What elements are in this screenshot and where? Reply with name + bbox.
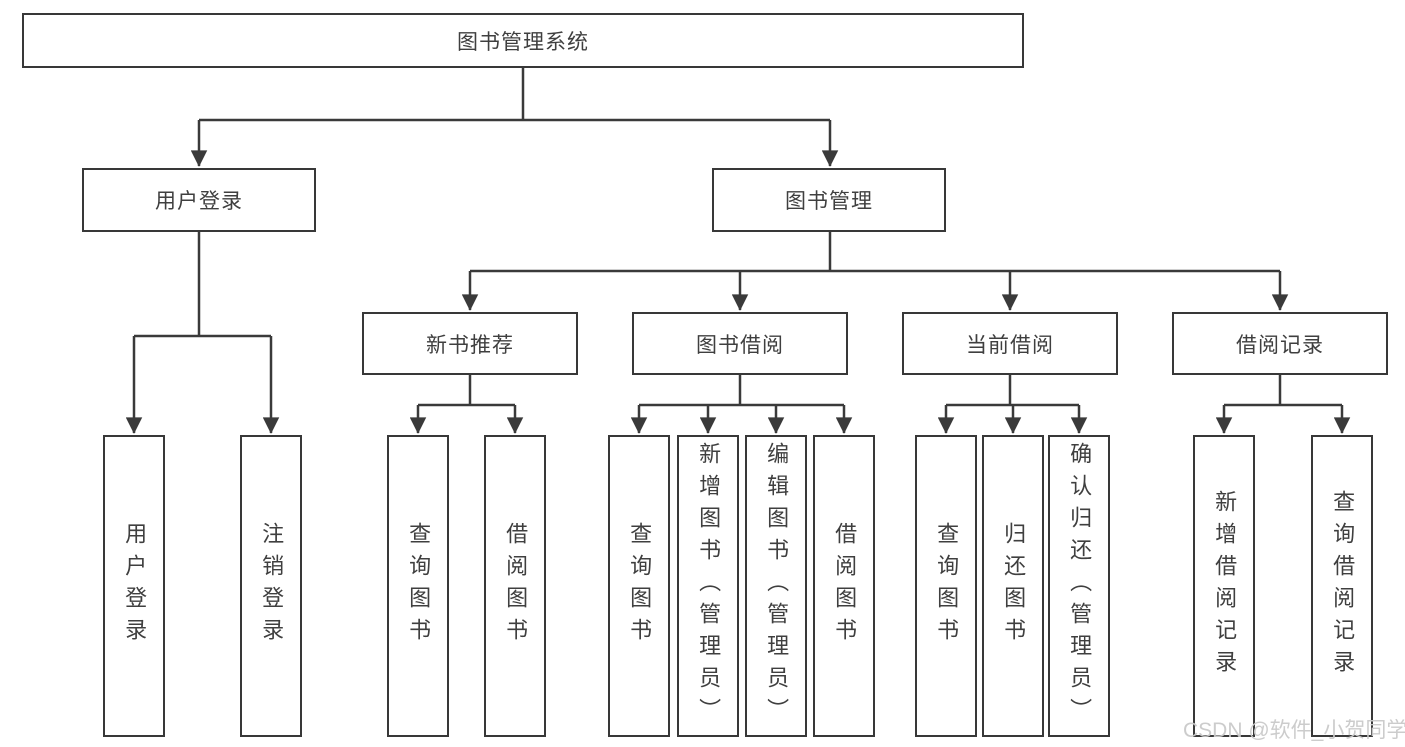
leaf-return-book: 归还图书: [982, 435, 1044, 737]
leaf-user-login: 用户登录: [103, 435, 165, 737]
leaf-query-borrow-record: 查询借阅记录: [1311, 435, 1373, 737]
leaf-label: 归还图书: [1001, 522, 1027, 650]
node-book-management: 图书管理: [712, 168, 946, 232]
leaf-label: 注销登录: [259, 522, 285, 650]
leaf-label: 新增借阅记录: [1212, 490, 1238, 682]
leaf-query-books-2: 查询图书: [608, 435, 670, 737]
node-root-label: 图书管理系统: [457, 30, 589, 54]
leaf-query-books-3: 查询图书: [915, 435, 977, 737]
leaf-label: 用户登录: [122, 522, 148, 650]
node-root: 图书管理系统: [22, 13, 1024, 68]
leaf-label: 查询图书: [934, 522, 960, 650]
node-label: 当前借阅: [966, 333, 1054, 357]
node-label: 图书借阅: [696, 333, 784, 357]
leaf-edit-book-admin: 编辑图书（管理员）: [745, 435, 807, 737]
node-label: 借阅记录: [1236, 333, 1324, 357]
branch-bars: [134, 68, 1342, 407]
leaf-logout: 注销登录: [240, 435, 302, 737]
node-label: 图书管理: [785, 190, 873, 213]
node-new-book-recommend: 新书推荐: [362, 312, 578, 375]
watermark-text: CSDN @软件_小贺同学: [1183, 719, 1405, 742]
leaf-label: 新增图书（管理员）: [696, 442, 722, 730]
node-borrow-records: 借阅记录: [1172, 312, 1388, 375]
leaf-label: 查询图书: [627, 522, 653, 650]
node-user-login: 用户登录: [82, 168, 316, 232]
node-current-borrow: 当前借阅: [902, 312, 1118, 375]
leaf-label: 查询借阅记录: [1330, 490, 1356, 682]
leaf-label: 借阅图书: [832, 522, 858, 650]
leaf-label: 借阅图书: [503, 522, 529, 650]
node-book-borrow: 图书借阅: [632, 312, 848, 375]
node-label: 用户登录: [155, 190, 243, 213]
leaf-add-borrow-record: 新增借阅记录: [1193, 435, 1255, 737]
leaf-confirm-return-admin: 确认归还（管理员）: [1048, 435, 1110, 737]
leaf-query-books-1: 查询图书: [387, 435, 449, 737]
leaf-label: 查询图书: [406, 522, 432, 650]
leaf-borrow-books-2: 借阅图书: [813, 435, 875, 737]
leaf-borrow-books-1: 借阅图书: [484, 435, 546, 737]
leaf-label: 确认归还（管理员）: [1067, 442, 1093, 730]
leaf-add-book-admin: 新增图书（管理员）: [677, 435, 739, 737]
node-label: 新书推荐: [426, 333, 514, 357]
leaf-label: 编辑图书（管理员）: [764, 442, 790, 730]
